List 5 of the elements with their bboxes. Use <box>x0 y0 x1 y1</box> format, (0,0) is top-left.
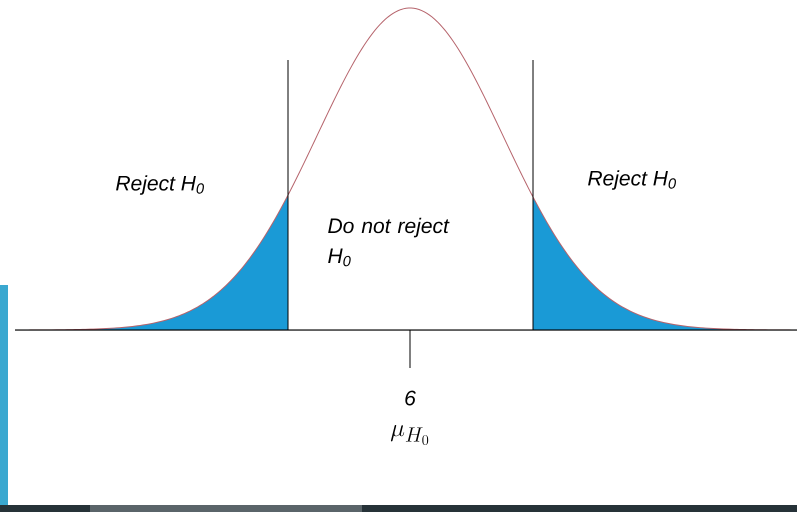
region-label: Do not reject H$_{0}$ <box>328 218 450 266</box>
tick-label: 6 <box>405 390 416 406</box>
region-label: Reject H$_{0}$ <box>116 175 204 195</box>
axis-symbol: $\mu_{H_0}$ <box>390 425 428 446</box>
region-label: Reject H$_{0}$ <box>588 170 676 190</box>
